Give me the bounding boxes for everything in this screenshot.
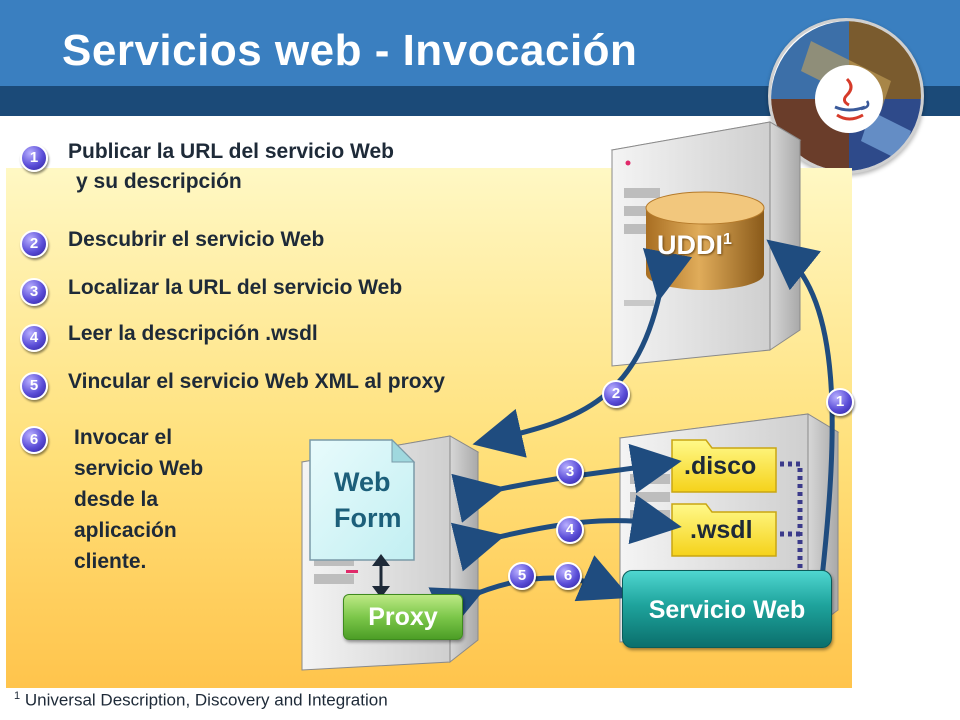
step-label: Localizar la URL del servicio Web xyxy=(68,276,403,299)
diagram-badge-3: 3 xyxy=(556,458,584,486)
diagram-badge-1: 1 xyxy=(826,388,854,416)
step-label: Descubrir el servicio Web xyxy=(68,228,325,251)
step-label-cont: y su descripción xyxy=(76,170,242,193)
diagram-badge-4: 4 xyxy=(556,516,584,544)
uddi-label: UDDI1 xyxy=(657,230,732,260)
slide-title: Servicios web - Invocación xyxy=(62,26,638,75)
footnote: 1 Universal Description, Discovery and I… xyxy=(14,690,388,710)
step-badge: 2 xyxy=(20,230,48,258)
wsdl-label: .wsdl xyxy=(690,516,753,544)
step-6-text: Invocar el servicio Web desde la aplicac… xyxy=(74,426,204,573)
webform-label: Web Form xyxy=(334,467,402,533)
webform-document-icon xyxy=(309,438,416,561)
step-label: Leer la descripción .wsdl xyxy=(68,322,318,345)
step-label: Publicar la URL del servicio Web xyxy=(68,140,395,163)
diagram-badge-5: 5 xyxy=(508,562,536,590)
disco-label: .disco xyxy=(684,452,757,480)
arrow-invoke xyxy=(428,555,631,634)
arrow-publish xyxy=(766,239,835,579)
diagram-badge-2: 2 xyxy=(602,380,630,408)
webform-proxy-arrow xyxy=(372,554,390,598)
step-badge: 1 xyxy=(20,144,48,172)
step-label: Vincular el servicio Web XML al proxy xyxy=(68,370,445,393)
diagram-badge-6: 6 xyxy=(554,562,582,590)
proxy-component: Proxy xyxy=(343,594,463,640)
step-badge: 4 xyxy=(20,324,48,352)
servicio-web-component: Servicio Web xyxy=(622,570,832,648)
arrow-discover xyxy=(472,247,693,458)
step-badge: 5 xyxy=(20,372,48,400)
step-badge: 6 xyxy=(20,426,48,454)
folder-link-dotted xyxy=(780,461,803,570)
step-badge: 3 xyxy=(20,278,48,306)
